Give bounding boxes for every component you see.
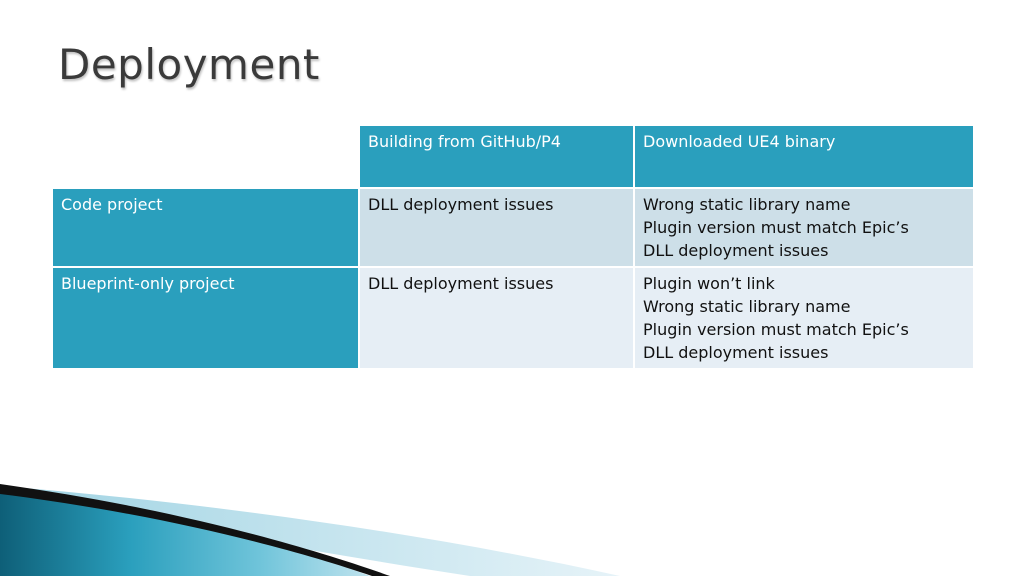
cell-line: DLL deployment issues — [368, 274, 554, 293]
table-row: Blueprint-only project DLL deployment is… — [51, 266, 975, 370]
table-row: Code project DLL deployment issues Wrong… — [51, 187, 975, 268]
cell-line: DLL deployment issues — [643, 343, 829, 362]
cell-line: Plugin version must match Epic’s — [643, 218, 909, 237]
row-header-code-project: Code project — [51, 187, 360, 268]
slide-title: Deployment — [58, 40, 320, 89]
column-header-github: Building from GitHub/P4 — [358, 124, 635, 189]
column-header-binary: Downloaded UE4 binary — [633, 124, 975, 189]
cell-code-binary: Wrong static library name Plugin version… — [633, 187, 975, 268]
decorative-swoosh — [0, 484, 620, 576]
swoosh-pale-band — [0, 486, 620, 576]
table-header-row: Building from GitHub/P4 Downloaded UE4 b… — [51, 124, 975, 189]
corner-cell — [51, 124, 360, 189]
cell-line: Wrong static library name — [643, 195, 851, 214]
cell-line: Plugin version must match Epic’s — [643, 320, 909, 339]
swoosh-dark-stroke — [0, 484, 390, 576]
cell-line: Plugin won’t link — [643, 274, 775, 293]
cell-blueprint-github: DLL deployment issues — [358, 266, 635, 370]
cell-line: Wrong static library name — [643, 297, 851, 316]
row-header-blueprint-project: Blueprint-only project — [51, 266, 360, 370]
swoosh-teal-band — [0, 492, 370, 576]
cell-line: DLL deployment issues — [368, 195, 554, 214]
cell-blueprint-binary: Plugin won’t link Wrong static library n… — [633, 266, 975, 370]
deployment-table: Building from GitHub/P4 Downloaded UE4 b… — [51, 124, 975, 370]
cell-line: DLL deployment issues — [643, 241, 829, 260]
cell-code-github: DLL deployment issues — [358, 187, 635, 268]
